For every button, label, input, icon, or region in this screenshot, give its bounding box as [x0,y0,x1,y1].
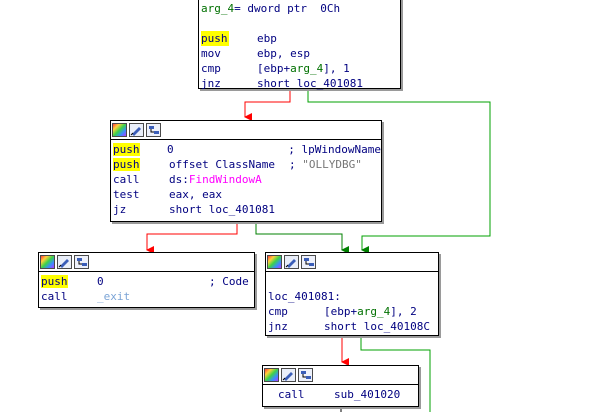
operand: ebp [257,32,277,45]
asm-line[interactable]: test eax, eax [113,187,381,202]
location-label[interactable]: loc_401081: [268,290,341,303]
rename-icon[interactable] [284,255,299,269]
asm-line[interactable]: mov ebp, esp [201,46,400,61]
comment: ; [289,158,303,171]
mnemonic: jz [113,203,127,216]
asm-line[interactable]: jnz short loc_401081 [201,76,400,91]
node-header [263,366,418,385]
node-header [266,253,438,272]
branch-target[interactable]: short loc_40108C [324,320,430,333]
edge-find-to-loc [255,221,349,254]
library-function[interactable]: _exit [97,290,131,303]
mnemonic: push [113,158,140,171]
rename-icon[interactable] [129,123,144,137]
asm-line[interactable]: push offset ClassName; "OLLYDBG" [113,157,381,172]
mnemonic: jnz [201,77,221,90]
node-entry[interactable]: arg_4= dword ptr 0Ch push ebp mov ebp, esp… [198,0,401,91]
mnemonic: cmp [201,62,221,75]
rename-icon[interactable] [281,368,296,382]
arg-declaration: arg_4= dword ptr 0Ch [201,2,341,15]
asm-line[interactable]: call sub_401020 [278,387,418,402]
asm-line[interactable]: call _exit [41,289,254,304]
rename-icon[interactable] [57,255,72,269]
edge-find-to-exit [146,221,238,254]
comment: ; lpWindowName [288,143,381,156]
graph-overview-icon[interactable] [74,255,89,269]
mnemonic: push [113,143,140,156]
edge-top-to-loc [307,90,491,254]
asm-line[interactable]: jz short loc_401081 [113,202,381,217]
mnemonic: push [201,31,229,46]
colors-icon[interactable] [264,368,279,382]
operand: ds:FindWindowA [169,173,262,186]
asm-line[interactable]: push 0 ; Code [41,274,254,289]
asm-line[interactable]: push ebp [201,31,400,46]
mnemonic: call [278,388,305,401]
colors-icon[interactable] [267,255,282,269]
graph-overview-icon[interactable] [301,255,316,269]
mnemonic: push [41,275,68,288]
mnemonic: test [113,188,140,201]
asm-line[interactable]: cmp [ebp+arg_4], 1 [201,61,400,76]
operand: 0 [166,143,174,156]
call-target[interactable]: sub_401020 [334,388,401,401]
node-header [39,253,254,272]
edge-top-to-find [244,90,291,121]
colors-icon[interactable] [112,123,127,137]
mnemonic: call [113,173,140,186]
string-literal: "OLLYDBG" [302,158,362,171]
asm-line[interactable]: jnz short loc_40108C [268,319,438,334]
node-loc-401081[interactable]: loc_401081: cmp [ebp+arg_4], 2 jnz short l… [265,252,439,336]
api-name[interactable]: FindWindowA [188,173,262,186]
operand: 0 [97,275,104,288]
asm-line[interactable]: cmp [ebp+arg_4], 2 [268,304,438,319]
operand: [ebp+arg_4], 1 [257,62,350,75]
comment: ; Code [209,275,249,288]
operand: ebp, esp [257,47,310,60]
operand: eax, eax [169,188,222,201]
mnemonic: jnz [268,320,288,333]
operand: [ebp+arg_4], 2 [324,305,417,318]
mnemonic: cmp [268,305,288,318]
node-findwindow[interactable]: push 0 ; lpWindowName push offset ClassName… [110,120,382,222]
branch-target[interactable]: short loc_401081 [257,77,363,90]
asm-line[interactable]: call ds:FindWindowA [113,172,381,187]
mnemonic: mov [201,47,221,60]
graph-overview-icon[interactable] [146,123,161,137]
asm-line[interactable]: push 0 ; lpWindowName [113,142,381,157]
colors-icon[interactable] [40,255,55,269]
operand: offset ClassName [169,158,275,171]
mnemonic: call [41,290,68,303]
node-exit[interactable]: push 0 ; Code call _exit [38,252,255,308]
node-header [111,121,381,140]
branch-target[interactable]: short loc_401081 [169,203,275,216]
edge-loc-to-right [360,335,431,412]
node-call-sub[interactable]: call sub_401020 [262,365,419,407]
graph-overview-icon[interactable] [298,368,313,382]
